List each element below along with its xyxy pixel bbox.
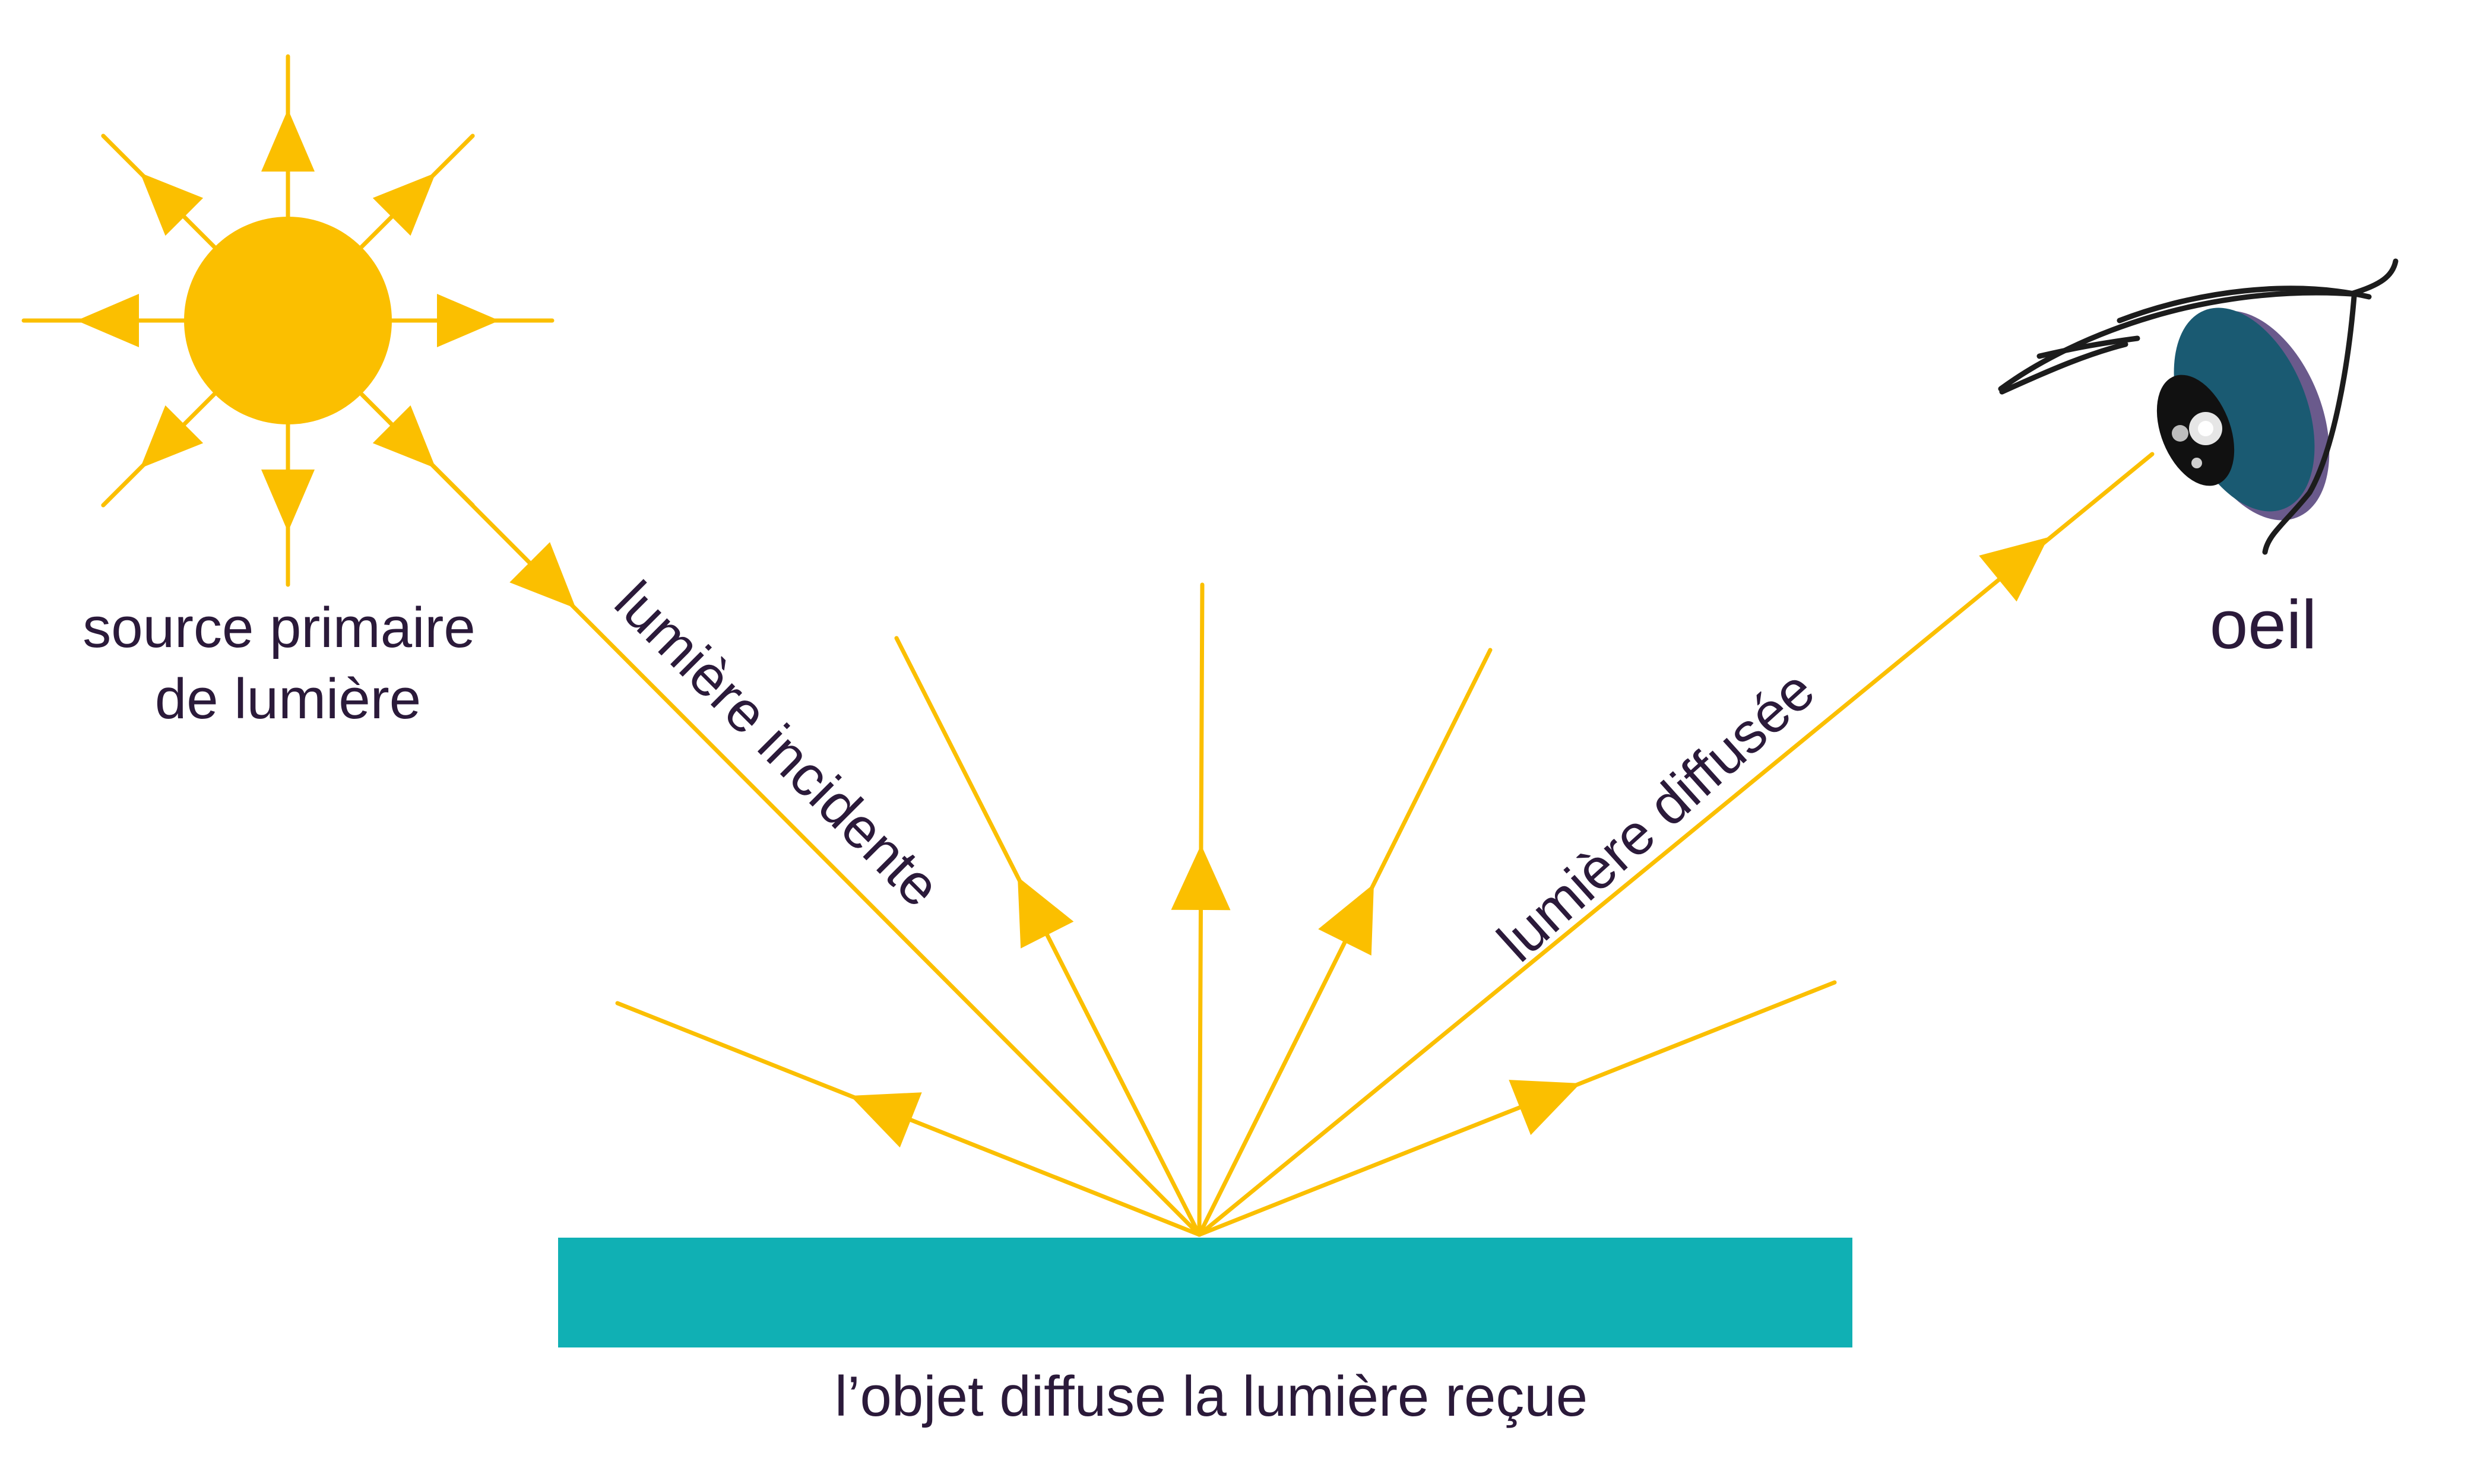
sun-ray-arrowhead: [437, 294, 499, 347]
sun-ray-arrowhead: [261, 470, 315, 532]
diffused-ray-line: [1197, 980, 1837, 1237]
sun-ray-arrowhead: [140, 173, 204, 236]
incident-ray: [360, 392, 1202, 1237]
eye-label: oeil: [2210, 586, 2317, 663]
diffused-ray-arrowhead: [1318, 884, 1374, 956]
diffused-ray-arrowhead: [1018, 877, 1074, 949]
diffused-ray-line: [1197, 648, 1493, 1237]
eye-outline: [1998, 258, 2399, 555]
diffused-rays: [615, 582, 1837, 1237]
object-label: l’objet diffuse la lumière reçue: [835, 1365, 1588, 1428]
incident-ray-line: [360, 392, 1202, 1237]
eye-ray-arrowhead: [1979, 537, 2048, 602]
diffused-ray-label: lumière diffusée: [1485, 658, 1826, 974]
sun-ray-arrowhead: [261, 109, 315, 172]
incident-ray-label: lumière incidente: [603, 569, 952, 919]
diffusing-object: [558, 1238, 1852, 1347]
diffused-ray-arrowhead: [1509, 1080, 1580, 1136]
eye-icon: [1998, 258, 2399, 555]
lash-2: [2036, 335, 2140, 359]
upper-lid-crease: [2117, 286, 2372, 324]
incident-ray-arrowhead: [509, 542, 576, 608]
lash-1: [1999, 341, 2128, 395]
diffused-ray-arrowhead: [850, 1092, 922, 1148]
lash-3: [2348, 258, 2399, 297]
upper-lid: [1998, 290, 2354, 392]
sun-disc: [184, 217, 392, 424]
source-label-line1: source primaire: [83, 596, 476, 659]
eye-highlight-inner: [2198, 421, 2213, 436]
diffused-ray-arrowhead: [1171, 845, 1231, 911]
sun-ray-arrowhead: [372, 173, 436, 236]
sun-ray-arrowhead: [77, 294, 139, 347]
diffused-ray-to-eye: [1197, 452, 2155, 1237]
eye-ray-line: [1197, 452, 2155, 1237]
sun-icon: [21, 54, 555, 587]
eye-front-line: [2262, 294, 2357, 555]
eye-highlight-tiny: [2191, 458, 2202, 468]
eye-highlight-small: [2172, 425, 2188, 442]
sun-ray-arrowhead: [140, 405, 204, 468]
source-label-line2: de lumière: [155, 667, 421, 731]
diffused-ray-line: [894, 636, 1202, 1237]
